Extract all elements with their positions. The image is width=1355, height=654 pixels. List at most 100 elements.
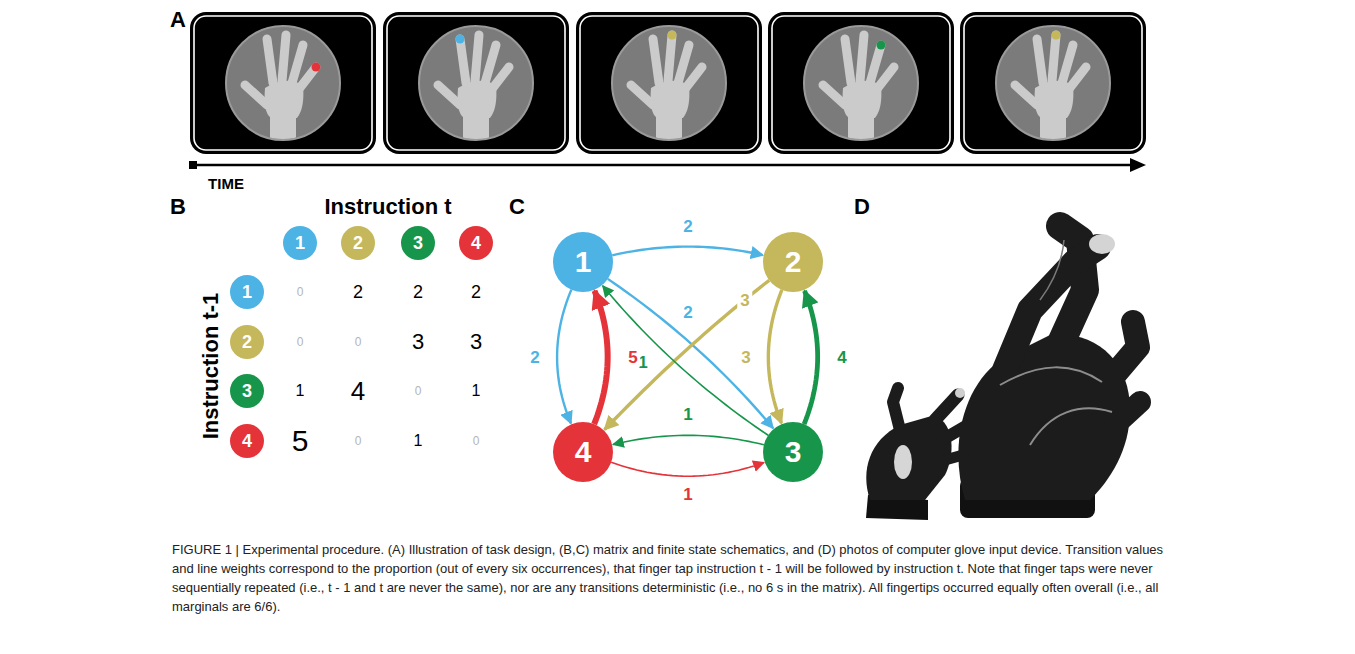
hand-icon bbox=[823, 35, 894, 148]
panel-letter: B bbox=[170, 196, 186, 218]
transition-arrow bbox=[612, 247, 763, 256]
glove-finger bbox=[945, 455, 963, 460]
matrix-cell: 1 bbox=[472, 383, 481, 399]
matrix-cell: 0 bbox=[355, 435, 362, 447]
glove-finger bbox=[1110, 322, 1138, 380]
hand-finger bbox=[492, 67, 509, 89]
matrix-state-circle: 4 bbox=[459, 226, 493, 260]
matrix-state-circle: 1 bbox=[283, 226, 317, 260]
stimulus-screen bbox=[768, 12, 954, 154]
glove-palm bbox=[866, 415, 951, 500]
screen-frame bbox=[576, 12, 762, 154]
hand-finger bbox=[282, 35, 286, 81]
state-number: 1 bbox=[575, 247, 592, 277]
hand-finger bbox=[685, 67, 702, 89]
hand-finger bbox=[668, 35, 672, 81]
screen-border bbox=[194, 16, 372, 150]
hand-icon bbox=[631, 35, 702, 148]
state-number: 2 bbox=[242, 333, 252, 351]
time-axis bbox=[194, 164, 1133, 167]
panel-letter: D bbox=[854, 196, 870, 218]
transition-value: 4 bbox=[834, 348, 849, 367]
state-node: 1 bbox=[553, 232, 613, 292]
panel-letter: A bbox=[170, 9, 186, 31]
glove-finger bbox=[893, 388, 900, 430]
state-number: 2 bbox=[785, 247, 802, 277]
matrix-state-circle: 4 bbox=[230, 424, 264, 458]
matrix-cell: 0 bbox=[355, 336, 362, 348]
hand-icon bbox=[438, 35, 509, 148]
matrix-state-circle: 2 bbox=[341, 226, 375, 260]
glove-finger bbox=[1005, 247, 1098, 370]
transition-arrow bbox=[605, 280, 770, 429]
state-node: 4 bbox=[553, 422, 613, 482]
glove-photo bbox=[866, 226, 1140, 520]
state-number: 2 bbox=[353, 234, 363, 252]
transition-value: 1 bbox=[680, 405, 695, 424]
transition-arrow bbox=[613, 435, 764, 444]
fingertip-cue bbox=[456, 35, 465, 44]
hand-finger bbox=[438, 85, 460, 105]
transition-value: 2 bbox=[527, 348, 542, 367]
state-node: 3 bbox=[763, 422, 823, 482]
screen-border bbox=[964, 16, 1142, 150]
hand-finger bbox=[475, 35, 479, 81]
stimulus-screen bbox=[576, 12, 762, 154]
state-number: 4 bbox=[575, 437, 592, 467]
hand-finger bbox=[870, 45, 881, 83]
transition-arrow bbox=[804, 291, 818, 424]
hand-finger bbox=[678, 45, 689, 83]
matrix-cell: 0 bbox=[297, 336, 304, 348]
transition-value: 5 bbox=[625, 348, 640, 367]
state-number: 4 bbox=[471, 234, 481, 252]
screen-frame bbox=[190, 12, 376, 154]
matrix-cell: 5 bbox=[292, 426, 309, 456]
stimulus-screen bbox=[383, 12, 569, 154]
matrix-state-circle: 3 bbox=[401, 226, 435, 260]
state-number: 3 bbox=[785, 437, 802, 467]
glove-finger bbox=[1115, 402, 1140, 425]
hand-finger bbox=[653, 39, 659, 83]
screen-frame bbox=[768, 12, 954, 154]
matrix-cell: 3 bbox=[470, 331, 482, 353]
hand-finger bbox=[485, 45, 496, 83]
screen-border bbox=[580, 16, 758, 150]
matrix-cell: 0 bbox=[415, 385, 422, 397]
matrix-cell: 0 bbox=[473, 435, 480, 447]
fingertip-cue bbox=[668, 31, 677, 40]
matrix-cell: 0 bbox=[297, 286, 304, 298]
state-number: 1 bbox=[295, 234, 305, 252]
matrix-cell: 2 bbox=[413, 283, 423, 301]
matrix-state-circle: 3 bbox=[230, 374, 264, 408]
stimulus-screen bbox=[960, 12, 1146, 154]
screen-border bbox=[387, 16, 565, 150]
hand-icon bbox=[245, 35, 316, 148]
transition-value: 3 bbox=[738, 348, 753, 367]
hand-finger bbox=[860, 35, 864, 81]
glove-stitch bbox=[1030, 408, 1112, 445]
transition-value: 1 bbox=[680, 485, 695, 504]
state-number: 1 bbox=[242, 283, 252, 301]
screen-border bbox=[772, 16, 950, 150]
transition-arrow bbox=[594, 291, 608, 424]
axis-label: TIME bbox=[208, 176, 244, 191]
transition-arrow bbox=[557, 290, 571, 424]
matrix-cell: 2 bbox=[471, 283, 481, 301]
fingertip-cue bbox=[877, 41, 886, 50]
matrix-cell: 1 bbox=[296, 383, 305, 399]
matrix-cell: 2 bbox=[353, 283, 363, 301]
transition-arrow bbox=[768, 290, 782, 423]
glove-sensor bbox=[955, 388, 965, 398]
glove-palm bbox=[958, 334, 1130, 500]
glove-stitch bbox=[1000, 367, 1102, 385]
hand-finger bbox=[460, 39, 466, 83]
hand-finger bbox=[877, 67, 894, 89]
transition-arrow bbox=[603, 286, 768, 435]
matrix-cell: 1 bbox=[414, 433, 423, 449]
hand-finger bbox=[1062, 45, 1073, 83]
hand-finger bbox=[631, 85, 653, 105]
stimulus-screen bbox=[190, 12, 376, 154]
hand-finger bbox=[245, 85, 267, 105]
glove-sensor bbox=[1089, 234, 1115, 254]
